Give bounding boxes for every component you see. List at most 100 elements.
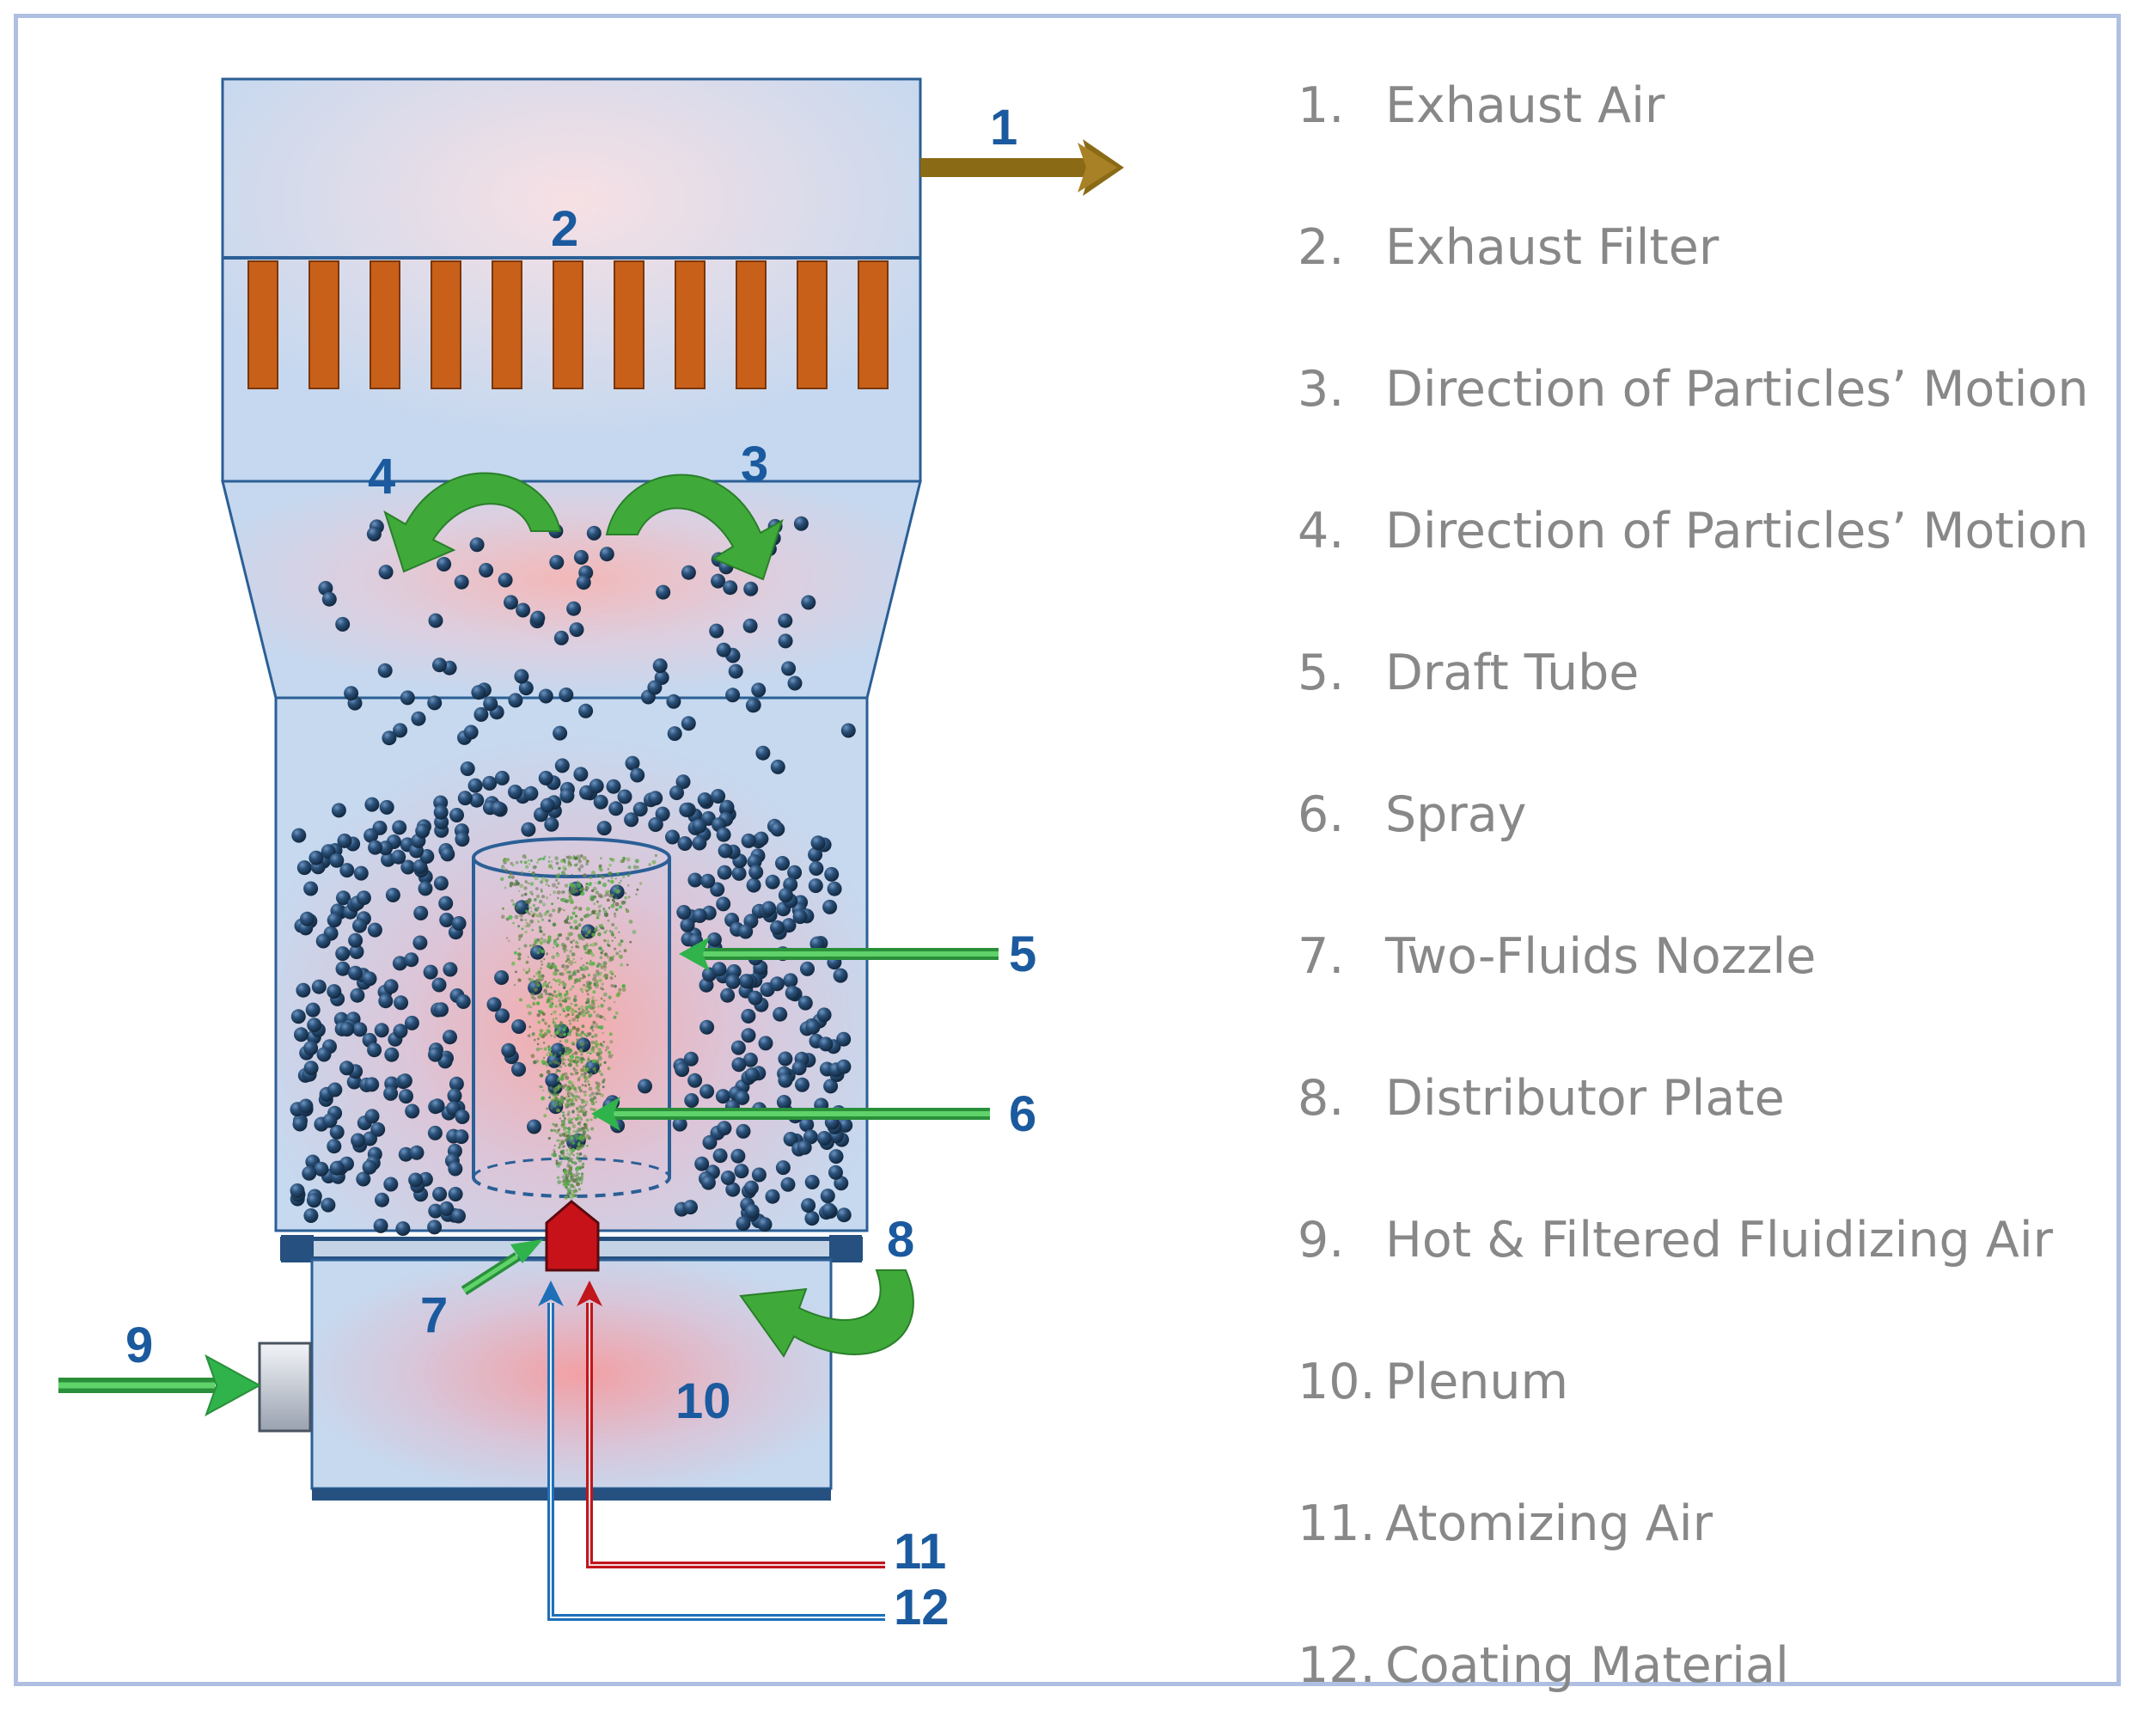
spray-droplet (570, 941, 573, 944)
spray-droplet (592, 1046, 595, 1048)
spray-droplet (538, 899, 543, 904)
particle (336, 890, 351, 906)
spray-droplet (571, 985, 575, 988)
particle (364, 797, 380, 812)
spray-droplet (567, 1162, 570, 1165)
spray-droplet (560, 1057, 565, 1062)
spray-droplet (583, 965, 589, 970)
spray-droplet (518, 938, 521, 941)
spray-droplet (532, 996, 537, 1000)
spray-droplet (547, 1047, 552, 1052)
spray-droplet (584, 1085, 588, 1088)
spray-droplet (588, 914, 591, 917)
spray-droplet (577, 1019, 579, 1022)
spray-droplet (569, 1134, 572, 1137)
spray-droplet (572, 927, 575, 931)
spray-droplet (551, 962, 555, 967)
spray-droplet (529, 859, 533, 863)
spray-droplet (580, 1164, 583, 1168)
spray-droplet (553, 1054, 557, 1057)
spray-droplet (571, 1008, 574, 1011)
spray-droplet (555, 861, 559, 865)
filter-bar (431, 260, 461, 389)
spray-droplet (513, 984, 516, 987)
spray-droplet (554, 1005, 558, 1008)
spray-droplet (575, 1136, 579, 1140)
particle (741, 1008, 756, 1024)
spray-droplet (600, 971, 602, 975)
particle (329, 1160, 345, 1176)
particle (809, 936, 825, 951)
particle (538, 770, 553, 785)
spray-droplet (539, 967, 543, 970)
spray-droplet (566, 1099, 570, 1103)
particle (748, 990, 763, 1006)
spray-droplet (541, 963, 543, 966)
particle (296, 982, 311, 998)
spray-droplet (580, 957, 583, 960)
spray-droplet (540, 1047, 542, 1050)
spray-droplet (566, 1013, 571, 1017)
spray-droplet (576, 1055, 579, 1060)
particle (765, 874, 780, 889)
spray-droplet (561, 963, 565, 969)
particle (448, 1161, 463, 1177)
spray-droplet (591, 996, 595, 999)
spray-droplet (500, 914, 505, 919)
particle (725, 688, 741, 703)
spray-droplet (581, 1084, 584, 1086)
spray-droplet (541, 1085, 543, 1089)
spray-droplet (584, 933, 589, 938)
spray-droplet (589, 1093, 592, 1097)
particle (719, 799, 735, 815)
particle (824, 866, 840, 882)
spray-droplet (555, 1159, 559, 1163)
spray-droplet (579, 1075, 583, 1078)
particle (731, 865, 747, 881)
particle (725, 1182, 741, 1197)
spray-droplet (595, 890, 600, 895)
spray-droplet (536, 1013, 541, 1018)
spray-droplet (626, 909, 630, 914)
spray-droplet (552, 922, 557, 927)
spray-droplet (547, 935, 552, 939)
spray-droplet (583, 1093, 587, 1097)
spray-droplet (599, 874, 602, 877)
spray-droplet (583, 1076, 589, 1081)
spray-droplet (581, 1030, 584, 1035)
spray-droplet (571, 1085, 574, 1088)
spray-droplet (588, 988, 590, 991)
particle (302, 1165, 317, 1181)
spray-droplet (565, 855, 569, 859)
spray-droplet (562, 982, 567, 987)
spray-droplet (540, 880, 544, 884)
particle (352, 1022, 368, 1037)
spray-droplet (603, 973, 608, 978)
particle (808, 847, 823, 862)
particle (460, 761, 475, 776)
spray-droplet (585, 981, 591, 986)
particle (589, 779, 604, 794)
spray-droplet (530, 1054, 535, 1059)
spray-droplet (504, 886, 507, 889)
spray-droplet (608, 863, 612, 867)
spray-droplet (651, 859, 657, 865)
spray-droplet (578, 1089, 583, 1093)
particle (491, 801, 506, 816)
particle (550, 1042, 565, 1058)
spray-droplet (583, 944, 586, 948)
spray-droplet (575, 1174, 580, 1179)
spray-droplet (589, 1052, 592, 1055)
spray-droplet (561, 1133, 566, 1137)
spray-droplet (566, 1152, 570, 1155)
spray-droplet (567, 1183, 570, 1186)
spray-droplet (566, 1089, 571, 1094)
particle (451, 916, 467, 931)
spray-droplet (593, 895, 597, 899)
spray-droplet (573, 994, 577, 999)
spray-droplet (517, 889, 521, 893)
spray-droplet (561, 999, 565, 1003)
spray-droplet (575, 1166, 580, 1171)
spray-droplet (562, 1030, 565, 1034)
spray-droplet (505, 917, 510, 921)
